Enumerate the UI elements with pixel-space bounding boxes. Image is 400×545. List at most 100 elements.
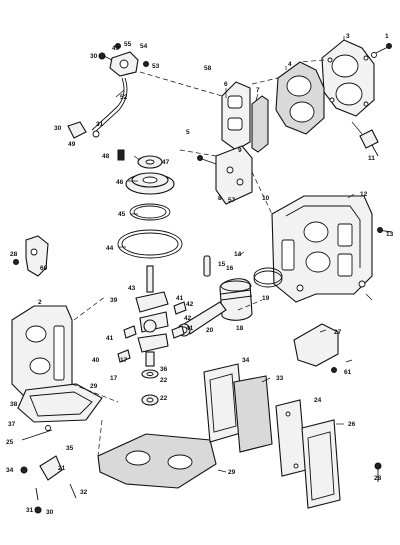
callout-label: 18 xyxy=(236,325,244,332)
callout-label: 55 xyxy=(124,41,132,48)
callout-label: 45 xyxy=(118,211,126,218)
crankshaft xyxy=(135,265,169,367)
callout-label: 41 xyxy=(106,335,114,342)
callout-label: 15 xyxy=(218,261,226,268)
callout-label: 9 xyxy=(238,147,242,154)
alignment-lines xyxy=(71,59,325,457)
callout-label: 29 xyxy=(228,469,236,476)
block-bolt xyxy=(377,227,393,233)
callout-label: 49 xyxy=(68,141,76,148)
callout-label: 25 xyxy=(6,439,14,446)
callout-label: 49 xyxy=(112,45,120,52)
callout-label: 31 xyxy=(96,121,104,128)
piston-pin xyxy=(203,255,211,277)
callout-label: 48 xyxy=(102,153,110,160)
callout-label: 35 xyxy=(66,445,74,452)
reed-gasket xyxy=(233,375,273,453)
throttle-linkage xyxy=(20,455,77,514)
o-ring-seal xyxy=(129,203,171,221)
piston xyxy=(219,278,253,321)
callout-label: 11 xyxy=(368,155,375,162)
callout-label: 24 xyxy=(314,397,322,404)
callout-label: 38 xyxy=(10,401,18,408)
callout-label: 30 xyxy=(54,125,62,132)
callout-label: 46 xyxy=(116,179,124,186)
callout-label: 20 xyxy=(206,327,214,334)
callout-label: 8 xyxy=(218,195,222,202)
rod-needle-bearings xyxy=(117,301,187,363)
callout-label: 13 xyxy=(386,231,394,238)
callout-label: 17 xyxy=(110,375,118,382)
callout-label: 4 xyxy=(288,61,292,68)
cylinder-head-cover xyxy=(321,39,375,117)
main-bearing xyxy=(141,369,159,406)
callout-label: 52 xyxy=(120,94,128,101)
callout-labels: 3 1 4 55 54 49 30 53 52 58 6 7 30 31 49 … xyxy=(6,33,394,516)
callout-label: 43 xyxy=(128,285,136,292)
upper-bearing-housing xyxy=(125,172,175,195)
callout-label: 33 xyxy=(276,375,284,382)
callout-label: 7 xyxy=(256,87,260,94)
crankcase-gasket-ring xyxy=(117,229,183,259)
callout-label: 37 xyxy=(8,421,16,428)
callout-label: 31 xyxy=(26,507,34,514)
callout-label: 44 xyxy=(106,245,114,252)
callout-label: 47 xyxy=(162,159,170,166)
crankcase-base-plate xyxy=(17,383,103,423)
callout-label: 27 xyxy=(334,329,342,336)
bleed-valve-assembly xyxy=(98,43,149,77)
callout-label: 19 xyxy=(262,295,270,302)
leader-lines xyxy=(115,36,373,473)
intake-cover-b xyxy=(301,419,341,509)
callout-label: 14 xyxy=(234,251,242,258)
callout-label: 42 xyxy=(184,315,192,322)
callout-label: 10 xyxy=(262,195,270,202)
callout-label: 28 xyxy=(374,475,382,482)
crankcase-base-gasket xyxy=(97,433,217,489)
callout-label: 61 xyxy=(344,369,352,376)
cylinder-head-gasket xyxy=(275,61,325,135)
callout-label: 6 xyxy=(224,81,228,88)
spark-plug xyxy=(359,129,379,157)
callout-label: 1 xyxy=(385,33,389,40)
cover-bolt xyxy=(374,462,382,482)
callout-label: 39 xyxy=(110,297,118,304)
callout-label: 32 xyxy=(80,489,88,496)
callout-label: 21 xyxy=(58,465,66,472)
callout-label: 22 xyxy=(160,377,168,384)
callout-label: 36 xyxy=(160,366,168,373)
callout-label: 17 xyxy=(120,357,128,364)
cylinder-block xyxy=(271,195,373,303)
callout-label: 42 xyxy=(186,301,194,308)
callout-label: 60 xyxy=(40,265,48,272)
callout-label: 30 xyxy=(46,509,54,516)
callout-label: 26 xyxy=(348,421,356,428)
callout-label: 28 xyxy=(10,251,18,258)
head-bolt xyxy=(371,43,392,58)
callout-label: 29 xyxy=(90,383,98,390)
thermostat-cover xyxy=(13,235,49,277)
callout-label: 40 xyxy=(92,357,100,364)
callout-label: 3 xyxy=(346,33,350,40)
callout-label: 5 xyxy=(186,129,190,136)
exhaust-cover xyxy=(221,81,251,151)
linkage-rod xyxy=(21,425,53,441)
callout-label: 34 xyxy=(6,467,14,474)
callout-label: 30 xyxy=(90,53,98,60)
callout-label: 34 xyxy=(242,357,250,364)
callout-label: 41 xyxy=(186,325,194,332)
bearing-retainer xyxy=(117,149,163,169)
callout-label: 54 xyxy=(140,43,148,50)
callout-label: 53 xyxy=(152,63,160,70)
hose-fitting xyxy=(67,121,100,139)
callout-label: 12 xyxy=(360,191,368,198)
callout-label: 22 xyxy=(160,395,168,402)
crankcase-half xyxy=(11,305,73,399)
callout-label: 57 xyxy=(228,197,236,204)
bypass-cover xyxy=(293,323,339,373)
piston-rings xyxy=(253,267,283,288)
callout-label: 2 xyxy=(38,299,42,306)
transfer-port-cover xyxy=(197,145,253,205)
callout-label: 41 xyxy=(176,295,184,302)
